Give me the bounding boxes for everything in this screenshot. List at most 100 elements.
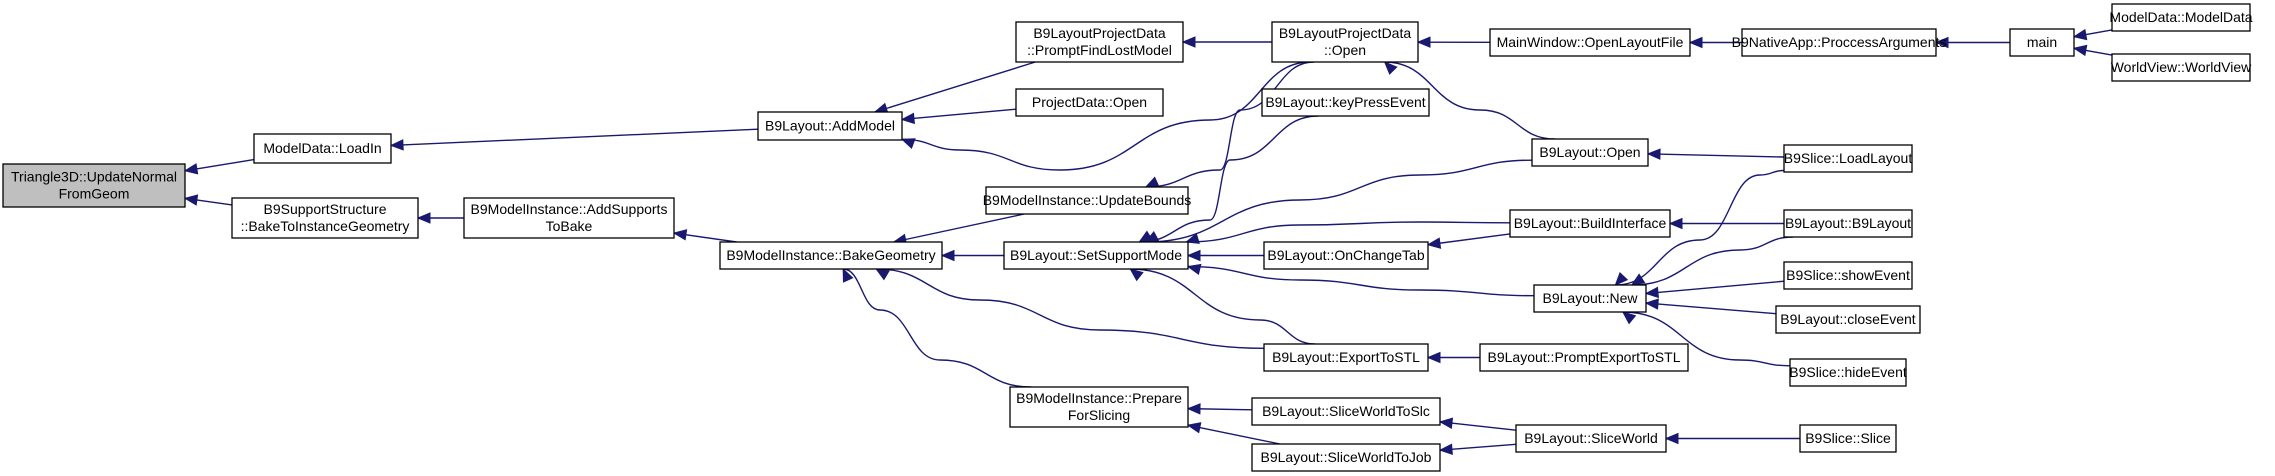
arrowhead <box>1186 263 1202 276</box>
node-slicejob[interactable]: B9Layout::SliceWorldToJob <box>1251 443 1441 472</box>
node-label: B9ModelInstance::BakeGeometry <box>726 247 935 263</box>
node-b9layout[interactable]: B9Layout::B9Layout <box>1783 209 1913 238</box>
node-worldview[interactable]: WorldView::WorldView <box>2111 53 2252 82</box>
node-box <box>1271 21 1419 63</box>
node-box <box>719 241 943 270</box>
edge-addsupports-to-baketo <box>416 212 464 224</box>
node-box <box>2 163 186 208</box>
edge-line <box>1384 61 1556 140</box>
node-sliceslc[interactable]: B9Layout::SliceWorldToSlc <box>1251 397 1441 426</box>
node-box <box>1263 241 1429 270</box>
arrowhead <box>900 138 916 150</box>
node-label: ModelData::ModelData <box>2109 9 2252 25</box>
node-layoutnew[interactable]: B9Layout::New <box>1533 284 1647 313</box>
edge-showevent-to-layoutnew <box>1644 280 1785 299</box>
node-slice[interactable]: B9Slice::Slice <box>1799 424 1897 453</box>
node-label: FromGeom <box>59 186 130 202</box>
edge-loadlayout-to-layoutopen <box>1646 148 1785 160</box>
edge-bakegeom-to-addsupports <box>672 229 737 243</box>
node-modeldata[interactable]: ModelData::ModelData <box>2109 3 2253 32</box>
node-label: Triangle3D::UpdateNormal <box>11 169 177 185</box>
node-label: B9NativeApp::ProccessArguments <box>1732 34 1947 50</box>
node-projopen[interactable]: ProjectData::Open <box>1015 88 1164 117</box>
node-layoutopen[interactable]: B9Layout::Open <box>1531 138 1649 167</box>
edge-line <box>1145 61 1315 188</box>
node-label: B9Layout::PromptExportToSTL <box>1488 349 1681 365</box>
node-showevent[interactable]: B9Slice::showEvent <box>1783 261 1913 290</box>
arrowhead <box>183 163 199 175</box>
node-exporttostl[interactable]: B9Layout::ExportToSTL <box>1263 343 1429 372</box>
node-closeevent[interactable]: B9Layout::closeEvent <box>1775 305 1921 334</box>
node-label: B9Layout::SliceWorldToSlc <box>1262 403 1430 419</box>
edge-line <box>1615 169 1785 286</box>
arrowhead <box>1185 232 1200 244</box>
arrowhead <box>1621 311 1637 325</box>
edge-promptexport-to-exporttostl <box>1426 351 1480 364</box>
edge-line <box>1631 236 1793 286</box>
arrowhead <box>416 212 431 224</box>
node-updatebounds[interactable]: B9ModelInstance::UpdateBounds <box>983 186 1192 215</box>
edge-hideevent-to-layoutnew <box>1621 311 1791 367</box>
edge-line <box>843 268 1032 388</box>
node-keypress[interactable]: B9Layout::keyPressEvent <box>1261 88 1430 117</box>
node-box <box>2111 3 2251 32</box>
edge-setsupport-to-bakegeom <box>940 249 1004 262</box>
edge-b9layout-to-layoutnew <box>1630 236 1793 286</box>
node-label: B9Slice::showEvent <box>1786 267 1910 283</box>
edge-loadlayout-to-layoutnew <box>1614 169 1785 286</box>
node-promptfind[interactable]: B9LayoutProjectData::PromptFindLostModel <box>1015 21 1184 63</box>
node-setsupport[interactable]: B9Layout::SetSupportMode <box>1003 241 1189 270</box>
arrowhead <box>1181 36 1196 48</box>
node-buildinterface[interactable]: B9Layout::BuildInterface <box>1509 209 1671 238</box>
edge-line <box>1145 159 1533 243</box>
edge-line <box>390 128 759 147</box>
node-loadin[interactable]: ModelData::LoadIn <box>253 133 392 164</box>
edge-slice-to-sliceworld <box>1664 432 1800 445</box>
node-label: B9Layout::AddModel <box>765 118 895 134</box>
node-box <box>253 133 392 164</box>
arrowhead <box>842 267 854 283</box>
node-label: WorldView::WorldView <box>2111 59 2252 75</box>
node-label: ForSlicing <box>1068 407 1130 423</box>
edge-line <box>876 268 1265 350</box>
edge-line <box>901 61 1311 171</box>
node-box <box>1783 261 1913 290</box>
arrowhead <box>1614 271 1629 286</box>
node-box <box>757 111 903 141</box>
arrowhead <box>1644 286 1659 299</box>
node-openlayoutfile[interactable]: MainWindow::OpenLayoutFile <box>1489 28 1691 57</box>
node-loadlayout[interactable]: B9Slice::LoadLayout <box>1783 144 1913 173</box>
edge-exporttostl-to-setsupport <box>1129 268 1316 345</box>
edge-updatebounds-to-bakegeom <box>892 213 1025 245</box>
arrowhead <box>1129 268 1144 282</box>
edge-modeldata-to-main <box>2072 28 2113 41</box>
arrowhead <box>900 112 915 125</box>
edge-proccess-to-openlayoutfile <box>1688 36 1742 49</box>
node-box <box>231 197 419 239</box>
node-sliceworld[interactable]: B9Layout::SliceWorld <box>1515 424 1667 453</box>
node-label: B9Layout::B9Layout <box>1785 215 1911 231</box>
edge-slicejob-to-prepare <box>1186 422 1281 445</box>
arrowhead <box>672 229 688 241</box>
node-hideevent[interactable]: B9Slice::hideEvent <box>1789 358 1907 387</box>
node-promptexport[interactable]: B9Layout::PromptExportToSTL <box>1479 343 1689 372</box>
node-box <box>2111 53 2251 82</box>
arrowhead <box>389 139 404 151</box>
node-proccess[interactable]: B9NativeApp::ProccessArguments <box>1732 28 1947 57</box>
node-baketo[interactable]: B9SupportStructure::BakeToInstanceGeomet… <box>231 197 419 239</box>
arrowhead <box>1383 61 1398 75</box>
node-bakegeom[interactable]: B9ModelInstance::BakeGeometry <box>719 241 943 270</box>
edge-line <box>1187 424 1281 445</box>
edge-b9layout-to-buildinterface <box>1668 217 1784 230</box>
node-main[interactable]: main <box>2009 28 2075 57</box>
node-addmodel[interactable]: B9Layout::AddModel <box>757 111 903 141</box>
node-label: B9Slice::hideEvent <box>1789 364 1907 380</box>
node-lpdopen[interactable]: B9LayoutProjectData::Open <box>1271 21 1419 63</box>
node-box <box>1741 28 1937 57</box>
node-onchangetab[interactable]: B9Layout::OnChangeTab <box>1263 241 1429 270</box>
node-box <box>1783 144 1913 173</box>
